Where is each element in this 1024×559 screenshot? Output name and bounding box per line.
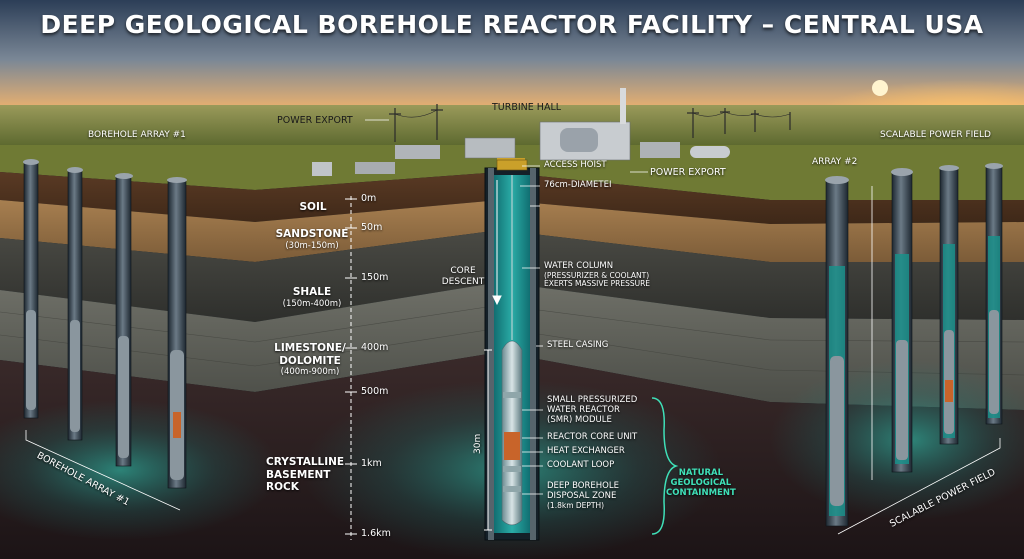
sun	[872, 80, 888, 96]
layer-name: SHALE	[293, 286, 331, 298]
callout-containment: NATURAL GEOLOGICAL CONTAINMENT	[666, 468, 736, 499]
layer-name: SOIL	[299, 201, 326, 213]
layer-range: (400m-900m)	[262, 367, 358, 377]
callout-disposal-zone: DEEP BOREHOLE DISPOSAL ZONE (1.8km DEPTH…	[547, 482, 619, 510]
core-descent-label: CORE DESCENT	[440, 266, 486, 289]
layer-label-sandstone: SANDSTONE (30m-150m)	[270, 228, 354, 251]
layer-label-basement: CRYSTALLINE BASEMENT ROCK	[266, 456, 342, 494]
layer-range: (30m-150m)	[270, 241, 354, 251]
layer-label-limestone: LIMESTONE/ DOLOMITE (400m-900m)	[262, 342, 358, 377]
callout-diameter: 76cm-DIAMETEI	[544, 181, 611, 191]
smr-line-3: (SMR) MODULE	[547, 416, 637, 426]
central-borehole	[485, 160, 539, 540]
containment-line-1: NATURAL	[666, 468, 736, 478]
scalable-power-field-label: SCALABLE POWER FIELD	[880, 130, 991, 140]
array-2-label: ARRAY #2	[812, 157, 857, 167]
layer-label-soil: SOIL	[288, 201, 338, 214]
layer-name: SANDSTONE	[276, 228, 349, 240]
disposal-depth: (1.8km DEPTH)	[547, 502, 619, 511]
callout-coolant-loop: COOLANT LOOP	[547, 461, 614, 471]
depth-400m: 400m	[361, 342, 388, 353]
callout-water-column: WATER COLUMN (PRESSURIZER & COOLANT) EXE…	[544, 262, 650, 289]
depth-500m: 500m	[361, 386, 388, 397]
water-column-sub2: EXERTS MASSIVE PRESSURE	[544, 280, 650, 289]
callout-reactor-core: REACTOR CORE UNIT	[547, 433, 637, 443]
callout-heat-exchanger: HEAT EXCHANGER	[547, 447, 625, 457]
containment-line-3: CONTAINMENT	[666, 488, 736, 498]
containment-line-2: GEOLOGICAL	[666, 478, 736, 488]
page-title: DEEP GEOLOGICAL BOREHOLE REACTOR FACILIT…	[0, 10, 1024, 39]
water-column-title: WATER COLUMN	[544, 261, 613, 271]
layer-range: (150m-400m)	[270, 299, 354, 309]
power-export-label-right: POWER EXPORT	[650, 167, 726, 178]
turbine-hall-label: TURBINE HALL	[492, 102, 561, 113]
depth-50m: 50m	[361, 222, 382, 233]
layer-label-shale: SHALE (150m-400m)	[270, 286, 354, 309]
borehole-array-1-label: BOREHOLE ARRAY #1	[88, 130, 186, 140]
layer-name: LIMESTONE/ DOLOMITE	[274, 342, 346, 367]
callout-steel-casing: STEEL CASING	[547, 341, 608, 351]
callout-smr-module: SMALL PRESSURIZED WATER REACTOR (SMR) MO…	[547, 396, 637, 425]
length-30m-label: 30m	[473, 434, 483, 454]
depth-150m: 150m	[361, 272, 388, 283]
layer-name: CRYSTALLINE BASEMENT ROCK	[266, 456, 344, 493]
callout-access-hoist: ACCESS HOIST	[544, 161, 607, 171]
depth-0m: 0m	[361, 193, 376, 204]
depth-1km: 1km	[361, 458, 382, 469]
depth-1-6km: 1.6km	[361, 528, 391, 539]
power-export-label-left: POWER EXPORT	[277, 115, 353, 126]
